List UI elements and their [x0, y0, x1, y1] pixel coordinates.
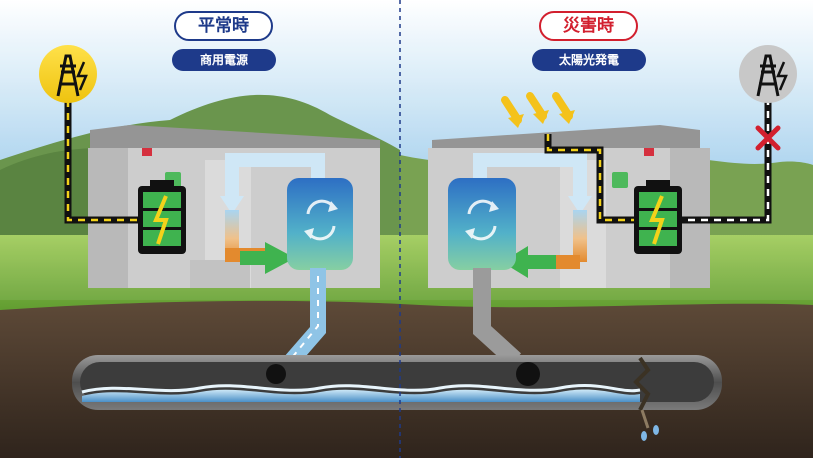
- sunlight-icon: [501, 92, 575, 128]
- water-cycle-disaster: [448, 153, 592, 367]
- normal-time-title: 平常時: [174, 11, 273, 41]
- sewer-pipe: [72, 355, 722, 441]
- pipe-crack: [633, 356, 651, 411]
- power-tower-icon: [739, 45, 797, 103]
- circulation-arrows-icon: [304, 199, 338, 241]
- warning-lamp-icon: [644, 148, 654, 156]
- warning-lamp-icon: [142, 148, 152, 156]
- leak-drop: [653, 425, 659, 435]
- water-tank-disaster: [448, 178, 516, 270]
- circulation-arrows-icon: [465, 199, 499, 241]
- battery-charging-icon: [634, 180, 682, 254]
- x-mark-icon: [755, 125, 781, 151]
- solar-power-label: 太陽光発電: [532, 49, 646, 71]
- accessibility-sign-icon: [612, 172, 628, 188]
- power-tower-icon: [39, 45, 97, 103]
- commercial-power-label: 商用電源: [172, 49, 276, 71]
- leak-drop: [641, 431, 647, 441]
- power-line-normal: [64, 100, 155, 224]
- battery-charging-icon: [138, 180, 186, 254]
- water-tank-normal: [287, 178, 353, 270]
- disaster-time-title: 災害時: [539, 11, 638, 41]
